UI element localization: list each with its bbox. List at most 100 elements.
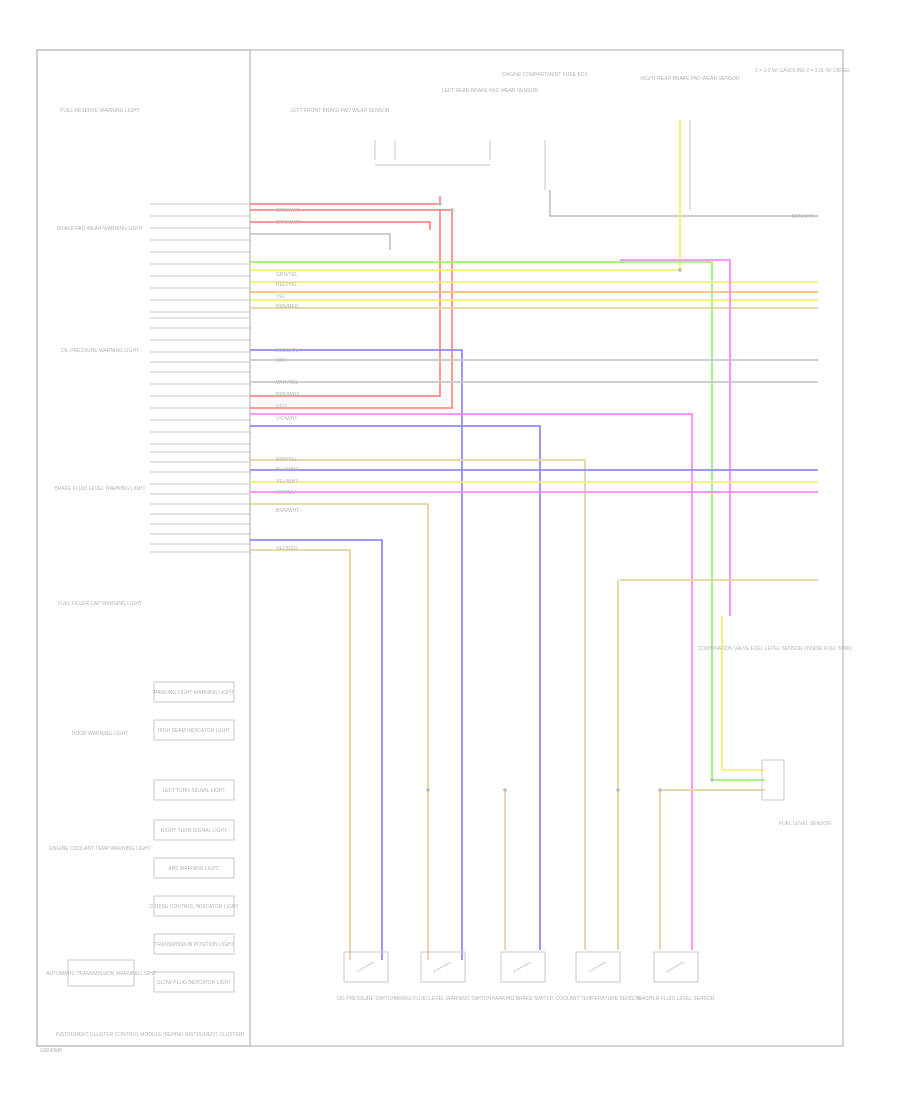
wire-label-w12: VIO/WHT bbox=[276, 416, 297, 422]
bottom-component-label-1: BRAKE FLUID LEVEL WARNING SWITCH bbox=[395, 996, 491, 1002]
bottom-component-switch-0 bbox=[355, 961, 375, 973]
wire-label-w15: YEL/WHT bbox=[276, 479, 298, 485]
section-fuel-cap: FUEL FILLER CAP WARNING LIGHT bbox=[58, 601, 142, 607]
wire-7 bbox=[250, 120, 681, 271]
top-right-label: RIGHT REAR BRAKE PAD WEAR SENSOR bbox=[640, 76, 740, 82]
splice-dot-1 bbox=[450, 208, 454, 212]
module-title: INSTRUMENT CLUSTER CONTROL MODULE (BEHIN… bbox=[56, 1032, 245, 1038]
indicator-box-label-3: RIGHT TURN SIGNAL LIGHT bbox=[161, 828, 227, 834]
fuel-level-sensor-box bbox=[761, 759, 785, 801]
wire-label-w16: VIO/BLU bbox=[276, 490, 296, 496]
wire-label-w6: BRN/RED bbox=[276, 304, 299, 310]
indicator-box-2 bbox=[153, 779, 235, 801]
module-frame bbox=[36, 49, 251, 1047]
bottom-component-box-0 bbox=[343, 951, 389, 983]
wire-label-w18: YEL/RED bbox=[276, 546, 298, 552]
section-brake-fluid: BRAKE FLUID LEVEL WARNING LIGHT bbox=[54, 486, 145, 492]
wire-label-w2: BRN/WHT bbox=[276, 220, 299, 226]
indicator-box-label-6: TRANSMISSION POSITION LIGHT bbox=[154, 942, 233, 948]
indicator-box-label-1: HIGH BEAM INDICATOR LIGHT bbox=[158, 728, 231, 734]
bottom-component-box-1 bbox=[420, 951, 466, 983]
wire-label-w9: WHT/YEL bbox=[276, 380, 298, 386]
wire-label-w10: BRN/WHT bbox=[276, 392, 299, 398]
wire-16 bbox=[250, 413, 693, 950]
top-component-leads bbox=[374, 120, 691, 210]
wire-24 bbox=[250, 539, 383, 960]
connector-pins bbox=[150, 203, 250, 553]
indicator-box-3 bbox=[153, 819, 235, 841]
right-low-label: FUEL LEVEL SENSOR bbox=[779, 821, 831, 827]
indicator-box-7 bbox=[153, 971, 235, 993]
indicator-box-6 bbox=[153, 933, 235, 955]
bottom-component-label-4: WASHER FLUID LEVEL SENSOR bbox=[638, 996, 715, 1002]
wire-5 bbox=[250, 300, 453, 409]
section-fuel-reserve: FUEL RESERVE WARNING LIGHT bbox=[60, 108, 139, 114]
wire-3 bbox=[250, 233, 391, 250]
indicator-box-label-7: GLOW PLUG INDICATOR LIGHT bbox=[157, 980, 232, 986]
bottom-component-label-0: OIL PRESSURE SWITCH bbox=[337, 996, 395, 1002]
splice-dot-5 bbox=[503, 788, 507, 792]
fuse-label: ENGINE COMPARTMENT FUSE BOX bbox=[502, 72, 589, 78]
wire-13 bbox=[250, 349, 463, 960]
splice-dot-4 bbox=[426, 788, 430, 792]
wire-label-w7: BLU/BRN bbox=[276, 348, 298, 354]
indicator-boxes: PARKING LIGHT WARNING LIGHT HIGH BEAM IND… bbox=[149, 681, 239, 993]
indicator-box-label-0: PARKING LIGHT WARNING LIGHT bbox=[154, 690, 234, 696]
right-mid-label: COMBINATION VALVE FUEL LEVEL SENSOR (INS… bbox=[698, 646, 853, 652]
top-left-label: LEFT FRONT BRAKE PAD WEAR SENSOR bbox=[290, 108, 390, 114]
footer-label: G8040M8 bbox=[40, 1048, 62, 1054]
wire-8 bbox=[250, 261, 765, 781]
bottom-component-switch-1 bbox=[432, 961, 452, 973]
splice-dot-2 bbox=[678, 268, 682, 272]
wire-19 bbox=[250, 459, 586, 950]
splice-dot-0 bbox=[438, 202, 442, 206]
wire-label-w11: RED bbox=[276, 404, 287, 410]
bottom-component-box-3 bbox=[575, 951, 621, 983]
side-box-label: AUTOMATIC TRANSMISSION WARNING LIGHT bbox=[46, 971, 156, 977]
wire-label-w13: BRN/YEL bbox=[276, 457, 298, 463]
section-coolant: ENGINE COOLANT TEMP WARNING LIGHT bbox=[49, 846, 150, 852]
wire-29 bbox=[721, 616, 765, 771]
bottom-component-label-3: COOLANT TEMPERATURE SENSOR bbox=[555, 996, 641, 1002]
bottom-component-label-2: PARKING BRAKE SWITCH bbox=[492, 996, 554, 1002]
wire-6 bbox=[549, 190, 818, 217]
wire-harness bbox=[250, 120, 818, 960]
bottom-component-box-4 bbox=[653, 951, 699, 983]
wire-label-right: BRN/WHT bbox=[792, 214, 815, 220]
wire-18 bbox=[620, 259, 731, 616]
wire-label-w17: BRN/WHT bbox=[276, 508, 299, 514]
indicator-box-label-2: LEFT TURN SIGNAL LIGHT bbox=[163, 788, 226, 794]
section-door: DOOR WARNING LIGHT bbox=[72, 731, 128, 737]
wire-label-w4: GRN/YEL bbox=[276, 272, 298, 278]
wire-label-w8: GRY bbox=[276, 358, 287, 364]
splice-dot-3 bbox=[710, 778, 714, 782]
wire-4 bbox=[250, 210, 441, 397]
indicator-box-label-5: CRUISE CONTROL INDICATOR LIGHT bbox=[149, 904, 238, 910]
bottom-component-switch-4 bbox=[665, 961, 685, 973]
wire-label-w3: RED/YEL bbox=[276, 282, 298, 288]
indicator-box-1 bbox=[153, 719, 235, 741]
section-brake-pad: BRAKE PAD WEAR WARNING LIGHT bbox=[57, 226, 143, 232]
wire-2 bbox=[250, 221, 431, 230]
wire-label-w14: BLU/WHT bbox=[276, 467, 299, 473]
indicator-box-5 bbox=[153, 895, 235, 917]
section-oil-pressure: OIL PRESSURE WARNING LIGHT bbox=[61, 348, 139, 354]
bottom-component-box-2 bbox=[500, 951, 546, 983]
wire-23 bbox=[250, 503, 429, 960]
splice-dot-7 bbox=[658, 788, 662, 792]
top-mid-label: LEFT REAR BRAKE PAD WEAR SENSOR bbox=[442, 88, 538, 94]
side-box bbox=[67, 959, 135, 987]
wire-28 bbox=[659, 789, 765, 950]
indicator-box-4 bbox=[153, 857, 235, 879]
note-label: 1 = 3.0 W/ GASOLINE 2 = 3.0L W/ DIESEL bbox=[755, 68, 851, 74]
wire-0 bbox=[250, 196, 441, 205]
indicator-box-0 bbox=[153, 681, 235, 703]
bottom-component-switch-2 bbox=[512, 961, 532, 973]
splice-dot-6 bbox=[616, 788, 620, 792]
bottom-component-switch-3 bbox=[587, 961, 607, 973]
wire-label-w5: YEL bbox=[276, 294, 286, 300]
indicator-box-label-4: ABS WARNING LIGHT bbox=[168, 866, 220, 872]
wire-25 bbox=[250, 549, 351, 960]
